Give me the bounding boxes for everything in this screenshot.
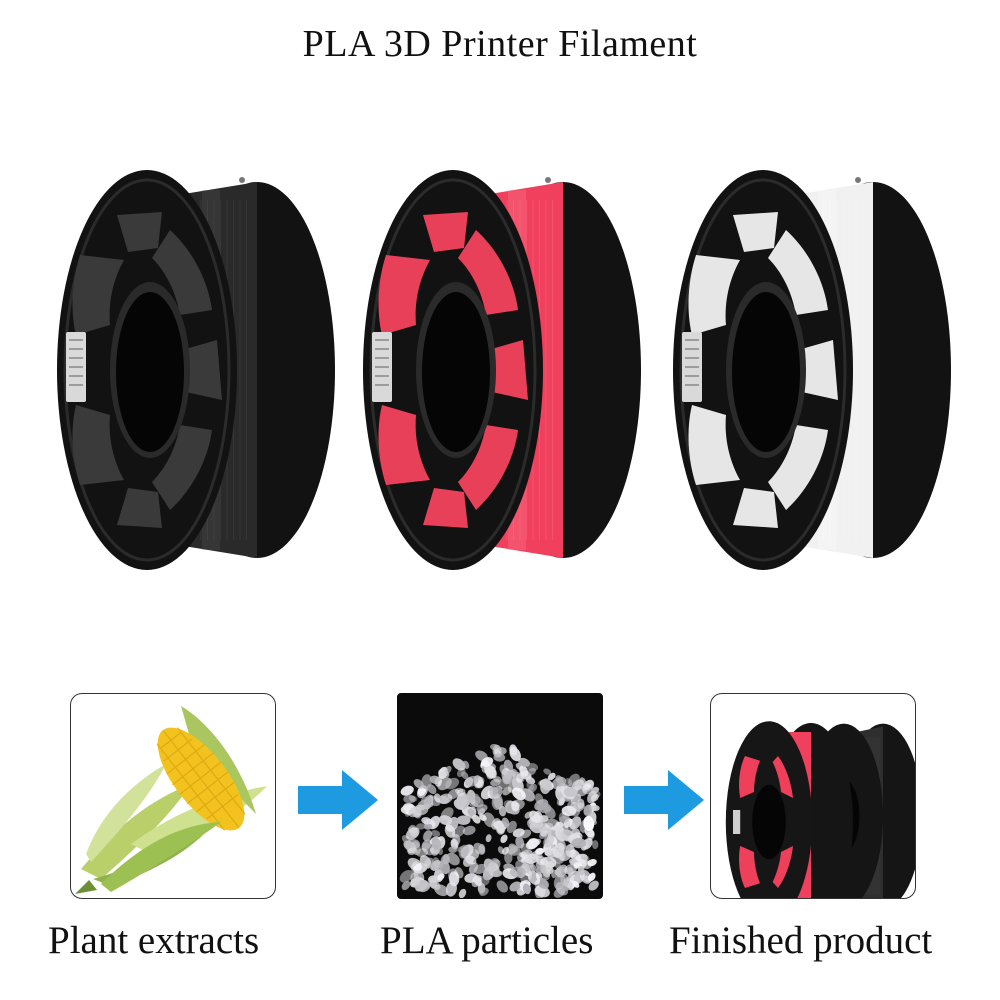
spool-white <box>673 170 951 570</box>
caption-finished-product: Finished product <box>669 919 933 962</box>
corn-icon <box>75 706 267 894</box>
finished-product-panel <box>710 693 916 899</box>
spools-icon <box>725 721 915 898</box>
pla-particles-panel <box>397 693 603 899</box>
arrow-right-icon <box>298 770 378 830</box>
page-title: PLA 3D Printer Filament <box>302 23 698 65</box>
spool-row <box>0 160 1000 580</box>
caption-plant-extracts: Plant extracts <box>48 919 260 962</box>
spool-red <box>363 170 641 570</box>
pellets-icon <box>399 743 601 898</box>
spool-black <box>57 170 335 570</box>
caption-pla-particles: PLA particles <box>380 919 594 962</box>
arrow-right-icon <box>624 770 704 830</box>
plant-extracts-panel <box>70 693 276 899</box>
